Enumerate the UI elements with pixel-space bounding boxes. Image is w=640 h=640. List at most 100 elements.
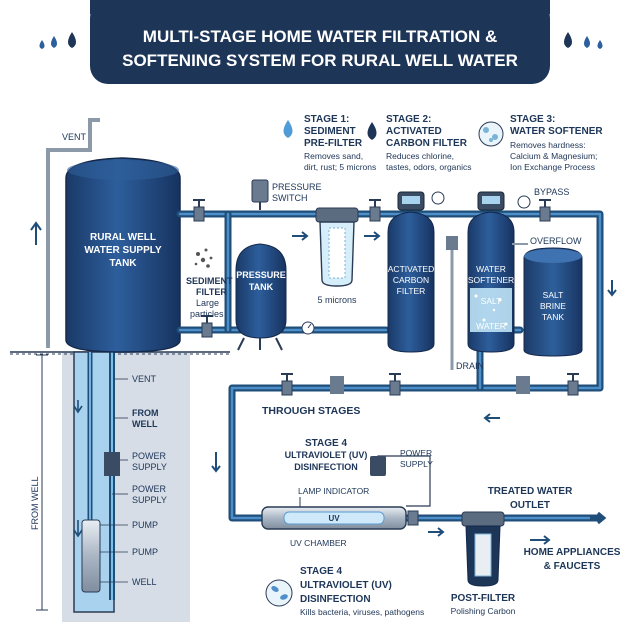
through-stages-label: THROUGH STAGES <box>262 405 360 417</box>
stage-2: STAGE 2: ACTIVATED CARBON FILTER Reduces… <box>367 114 484 371</box>
outlet: TREATED WATER OUTLET HOME APPLIANCES & F… <box>488 486 621 572</box>
lamp-indicator-label: LAMP INDICATOR <box>298 486 369 496</box>
home-appliances-label-2: & FAUCETS <box>544 561 601 572</box>
outlet-arrow-icon <box>590 511 607 525</box>
stage4-detail-heading-3: DISINFECTION <box>300 594 371 605</box>
vent-pipe <box>46 118 100 348</box>
sediment-label-4: particles <box>190 309 224 319</box>
drain-label: DRAIN <box>456 361 484 371</box>
stage4-detail-heading-2: ULTRAVIOLET (UV) <box>300 580 392 591</box>
stage2-heading-3: CARBON FILTER <box>386 138 468 149</box>
pump-label-1: PUMP <box>132 520 158 530</box>
carbon-tank-label-2: CARBON <box>393 275 429 285</box>
tank-vent-label: VENT <box>62 132 87 142</box>
valve-icon <box>567 373 579 396</box>
home-appliances-label-1: HOME APPLIANCES <box>524 547 621 558</box>
supply-tank: VENT RURAL WELL WATER SUPPLY TANK <box>30 118 181 353</box>
tank-label-2: WATER SUPPLY <box>84 245 162 256</box>
water-drop-icon <box>564 32 603 49</box>
stage2-desc-2: tastes, odors, organics <box>386 162 472 172</box>
softener-tank-label-2: SOFTENER <box>468 275 514 285</box>
bacteria-icon <box>265 579 293 607</box>
outlet-label-2: OUTLET <box>510 500 550 511</box>
uv-lamp <box>283 511 385 525</box>
carbon-tank-label-1: ACTIVATED <box>388 264 434 274</box>
header: MULTI-STAGE HOME WATER FILTRATION & SOFT… <box>39 0 603 84</box>
power-supply-label-2b: SUPPLY <box>132 495 167 505</box>
title-line-1: MULTI-STAGE HOME WATER FILTRATION & <box>143 27 497 46</box>
tank-label-3: TANK <box>109 258 137 269</box>
stage-1: STAGE 1: SEDIMENT PRE-FILTER Removes san… <box>283 114 376 305</box>
flow-arrow-icon <box>211 452 221 473</box>
stage4-heading-2: ULTRAVIOLET (UV) <box>285 450 368 460</box>
union-fitting <box>330 376 344 394</box>
stage3-desc-2: Calcium & Magnesium; <box>510 151 597 161</box>
uv-chamber-label: UV CHAMBER <box>290 538 347 548</box>
softener-tank-label-1: WATER <box>476 264 506 274</box>
carbon-filter-tank <box>387 211 435 353</box>
power-supply-label-1b: SUPPLY <box>132 462 167 472</box>
well-label: WELL <box>132 577 157 587</box>
tank-body <box>65 157 181 353</box>
stage3-heading-2: WATER SOFTENER <box>510 126 603 137</box>
flow-arrow-icon <box>364 231 381 241</box>
flow-arrow-icon <box>428 527 445 537</box>
sediment-label-3: Large <box>196 298 219 308</box>
stage3-heading-1: STAGE 3: <box>510 114 555 125</box>
title-banner <box>90 0 550 84</box>
brine-tank-label-2: BRINE <box>540 301 566 311</box>
post-filter: POST-FILTER Polishing Carbon <box>451 511 516 616</box>
uv-lamp-label: UV <box>328 514 340 523</box>
power-connector <box>104 452 120 476</box>
overflow-label: OVERFLOW <box>530 236 582 246</box>
particles-icon <box>194 248 213 268</box>
stage1-desc-1: Removes sand, <box>304 151 363 161</box>
pressure-tank-label-2: TANK <box>249 282 274 292</box>
pressure-gauge-icon <box>431 191 445 205</box>
water-drop-icon <box>367 122 377 140</box>
pressure-switch-label-1: PRESSURE <box>272 182 322 192</box>
flow-arrow-icon <box>292 231 309 241</box>
arrow-down-icon <box>73 520 83 538</box>
pressure-tank-label-1: PRESSURE <box>236 270 286 280</box>
flow-arrow-icon <box>483 413 500 423</box>
from-well-vertical-label: FROM WELL <box>30 476 40 530</box>
stage3-desc-1: Removes hardness: <box>510 140 586 150</box>
brine-tank-label-3: TANK <box>542 312 564 322</box>
stage4-detail-desc: Kills bacteria, viruses, pathogens <box>300 607 424 617</box>
stage1-heading-3: PRE-FILTER <box>304 138 363 149</box>
title-line-2: SOFTENING SYSTEM FOR RURAL WELL WATER <box>122 51 518 70</box>
sediment-filter: SEDIMENT FILTER Large particles <box>186 248 233 319</box>
pressure-tank <box>235 243 287 339</box>
power-supply-label-2a: POWER <box>132 484 167 494</box>
post-filter-label-1: POST-FILTER <box>451 593 516 604</box>
stage-3: STAGE 3: WATER SOFTENER Removes hardness… <box>467 114 603 357</box>
stage4-detail-heading-1: STAGE 4 <box>300 566 342 577</box>
power-supply-label-1a: POWER <box>132 451 167 461</box>
softener-water-label: WATER <box>476 321 506 331</box>
pressure-switch-label-2: SWITCH <box>272 193 308 203</box>
sediment-label-2: FILTER <box>196 287 227 297</box>
flow-arrow-icon <box>607 280 617 297</box>
pressure-system: PRESSURE SWITCH PRESSURE TANK <box>235 179 322 351</box>
uv-ballast <box>370 456 386 476</box>
filter-head <box>461 511 505 527</box>
carbon-tank-label-3: FILTER <box>397 286 426 296</box>
stage-4-detail: STAGE 4 ULTRAVIOLET (UV) DISINFECTION Ki… <box>265 566 424 617</box>
stage2-heading-1: STAGE 2: <box>386 114 431 125</box>
stage1-heading-1: STAGE 1: <box>304 114 349 125</box>
stage2-desc-1: Reduces chlorine, <box>386 151 454 161</box>
valve-icon <box>389 373 401 396</box>
valve-icon <box>407 510 419 526</box>
pressure-gauge-icon <box>517 195 531 209</box>
stage3-desc-3: Ion Exchange Process <box>510 162 595 172</box>
valve-icon <box>539 199 551 222</box>
water-drop-icon <box>283 120 293 138</box>
submersible-pump <box>81 519 101 593</box>
valve-icon <box>201 315 213 338</box>
uv-power-label-1: POWER <box>400 448 432 458</box>
bypass-label: BYPASS <box>534 187 569 197</box>
stage-4-uv: STAGE 4 ULTRAVIOLET (UV) DISINFECTION PO… <box>261 438 433 548</box>
